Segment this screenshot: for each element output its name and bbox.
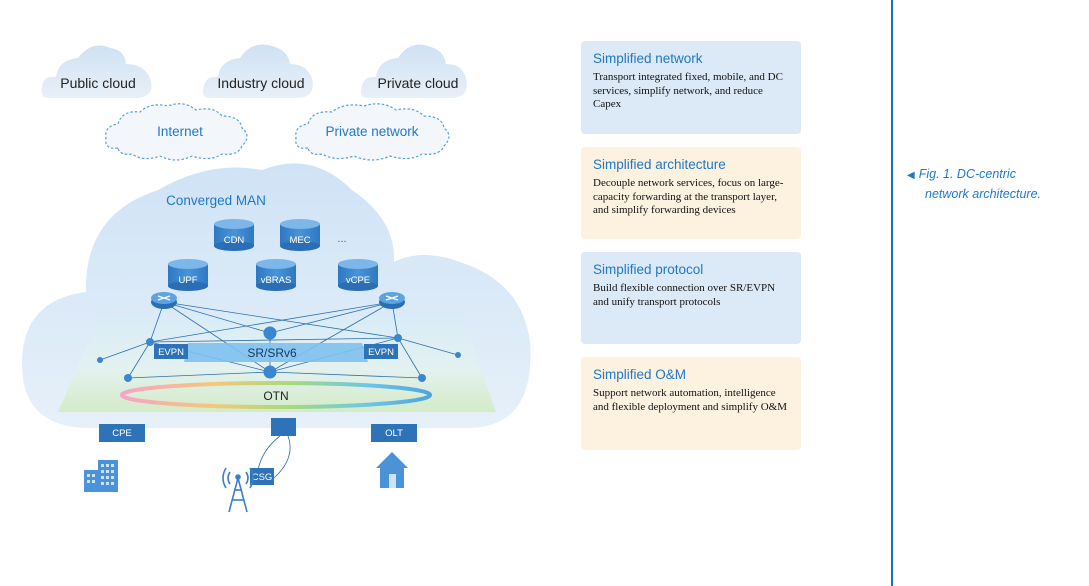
olt-box bbox=[371, 424, 417, 442]
building-icon bbox=[84, 460, 118, 492]
architecture-diagram: Public cloud Industry cloud Private clou… bbox=[21, 44, 531, 513]
sr-srv6-label: SR/SRv6 bbox=[247, 346, 297, 360]
cpe-label: CPE bbox=[112, 428, 132, 439]
mec-label: MEC bbox=[289, 235, 310, 246]
evpn-left-box bbox=[154, 344, 188, 359]
panel-body: Decouple network services, focus on larg… bbox=[593, 177, 784, 216]
vcpe-label: vCPE bbox=[346, 275, 370, 286]
internet-label: Internet bbox=[157, 124, 203, 139]
vertical-divider bbox=[891, 0, 893, 586]
vbras-server-icon bbox=[256, 259, 296, 291]
public-cloud-icon bbox=[41, 45, 152, 98]
private-network-cloud-outline bbox=[295, 103, 450, 161]
house-icon bbox=[376, 452, 408, 488]
panel-simplified-network: Simplified network Transport integrated … bbox=[581, 41, 801, 134]
cdn-server-icon bbox=[214, 219, 254, 251]
industry-cloud-label: Industry cloud bbox=[217, 75, 304, 91]
csg-label: CSG bbox=[252, 472, 273, 483]
network-nodes bbox=[97, 326, 461, 382]
private-network-label: Private network bbox=[325, 124, 418, 139]
panel-simplified-architecture: Simplified architecture Decouple network… bbox=[581, 147, 801, 239]
public-cloud-label: Public cloud bbox=[60, 75, 136, 91]
sr-srv6-band bbox=[184, 343, 368, 362]
olt-label: OLT bbox=[385, 428, 403, 439]
internet-cloud-outline bbox=[105, 103, 248, 161]
router-icon-left bbox=[151, 292, 177, 309]
panel-title: Simplified O&M bbox=[593, 367, 687, 382]
left-triangle-icon: ◀ bbox=[907, 170, 915, 181]
otn-ring bbox=[120, 381, 432, 409]
private-cloud-icon bbox=[360, 44, 467, 98]
access-node-box bbox=[271, 418, 296, 436]
otn-label: OTN bbox=[263, 389, 288, 403]
panel-title: Simplified architecture bbox=[593, 157, 726, 172]
panel-title: Simplified protocol bbox=[593, 262, 704, 277]
cdn-label: CDN bbox=[224, 235, 245, 246]
cpe-box bbox=[99, 424, 145, 442]
csg-box bbox=[250, 468, 274, 485]
panel-title: Simplified network bbox=[593, 51, 703, 66]
evpn-right-box bbox=[364, 344, 398, 359]
panel-body: Support network automation, intelligence… bbox=[593, 387, 787, 413]
caption-line-1: Fig. 1. DC-centric bbox=[918, 167, 1016, 181]
more-services-ellipsis: ... bbox=[337, 233, 346, 245]
caption-line-2: network architecture. bbox=[925, 187, 1042, 201]
panel-simplified-protocol: Simplified protocol Build flexible conne… bbox=[581, 252, 801, 344]
panel-body: Transport integrated fixed, mobile, and … bbox=[593, 71, 783, 110]
converged-man-label: Converged MAN bbox=[166, 193, 266, 208]
vbras-label: vBRAS bbox=[261, 275, 292, 286]
router-icon-right bbox=[379, 292, 405, 309]
upf-server-icon bbox=[168, 259, 208, 291]
figure-caption: ◀Fig. 1. DC-centric network architecture… bbox=[907, 165, 1041, 204]
evpn-left-label: EVPN bbox=[158, 347, 184, 358]
panel-body: Build flexible connection over SR/EVPN a… bbox=[593, 282, 776, 308]
industry-cloud-icon bbox=[202, 44, 313, 98]
upf-label: UPF bbox=[179, 275, 198, 286]
private-cloud-label: Private cloud bbox=[378, 75, 459, 91]
evpn-right-label: EVPN bbox=[368, 347, 394, 358]
panel-simplified-om: Simplified O&M Support network automatio… bbox=[581, 357, 801, 450]
mec-server-icon bbox=[280, 219, 320, 251]
vcpe-server-icon bbox=[338, 259, 378, 291]
cell-tower-icon bbox=[222, 467, 254, 513]
csg-links bbox=[257, 435, 291, 479]
